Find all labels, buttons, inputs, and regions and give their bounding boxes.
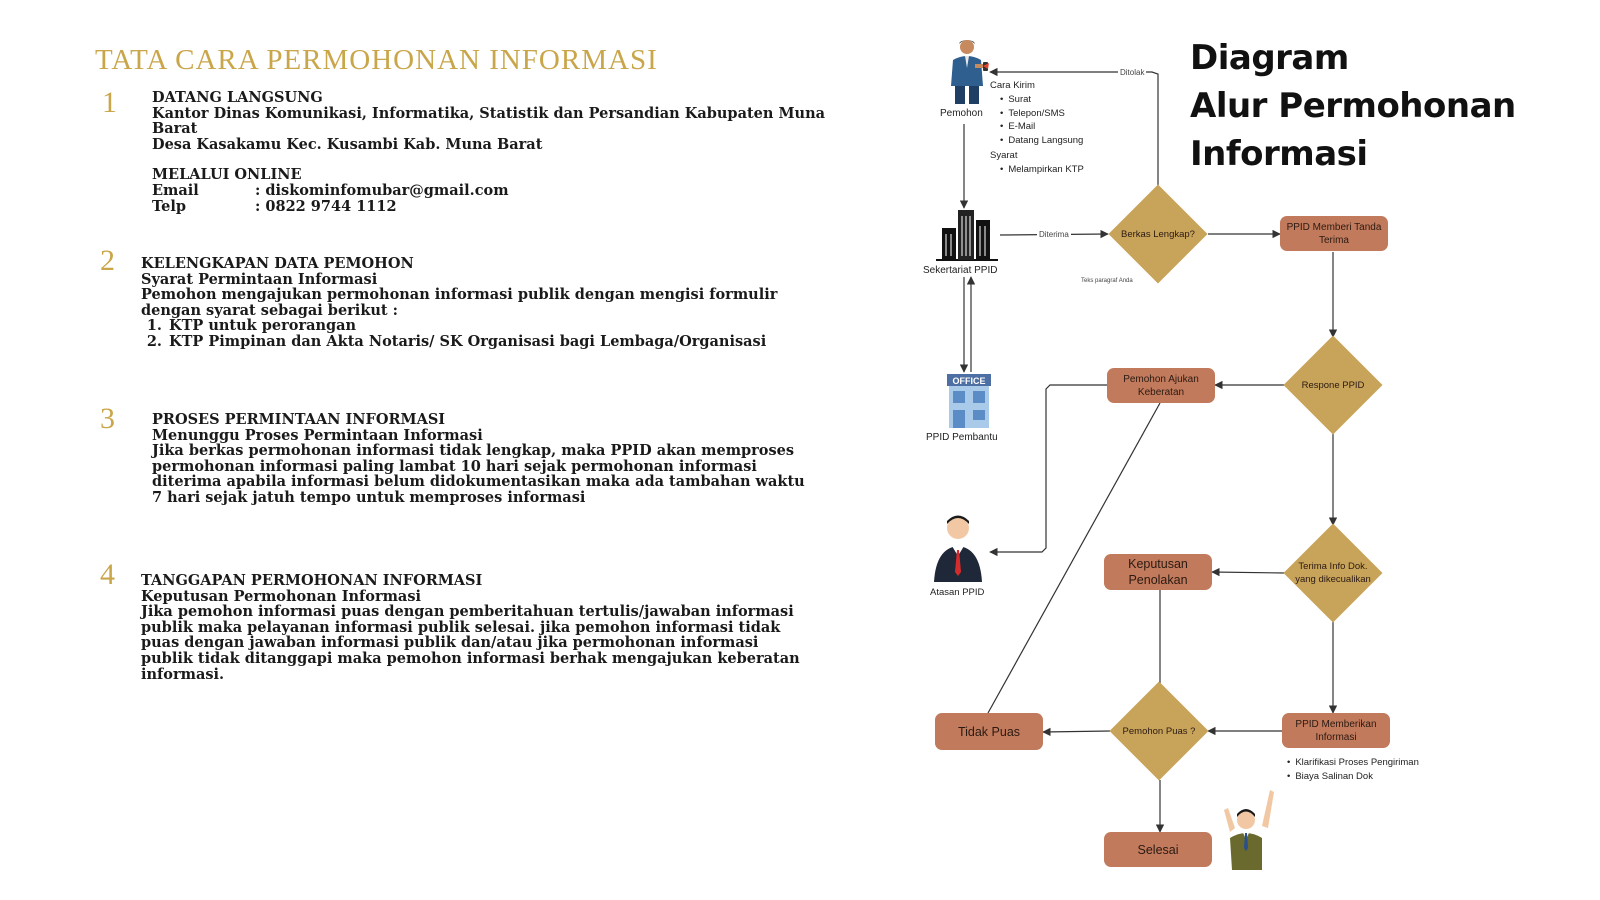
process-memberikan-informasi: PPID Memberikan Informasi (1282, 713, 1390, 748)
edge-keberatan-atasan (989, 384, 1107, 557)
pembantu-label: PPID Pembantu (926, 432, 998, 443)
celebrating-person-icon (1224, 790, 1274, 870)
syarat-list: Melampirkan KTP (1000, 163, 1084, 177)
list-item: Datang Langsung (1000, 134, 1083, 148)
diagram-title-line: Informasi (1190, 134, 1368, 174)
step-heading: KELENGKAPAN DATA PEMOHON (141, 255, 414, 272)
process-tidak-puas: Tidak Puas (935, 713, 1043, 750)
decision-berkas-lengkap: Berkas Lengkap? (1108, 184, 1208, 284)
building-icon (936, 210, 998, 261)
requirements-list: KTP untuk perorangan KTP Pimpinan dan Ak… (167, 318, 801, 349)
list-item: Biaya Salinan Dok (1287, 770, 1419, 784)
list-item: KTP Pimpinan dan Akta Notaris/ SK Organi… (167, 334, 801, 350)
list-item: Telepon/SMS (1000, 107, 1083, 121)
step-subheading: Keputusan Permohonan Informasi (141, 587, 421, 605)
sekretariat-label: Sekertariat PPID (923, 265, 998, 276)
list-item: Surat (1000, 93, 1083, 107)
process-keputusan-penolakan: Keputusan Penolakan (1104, 554, 1212, 590)
decision-label: Terima Info Dok. yang dikecualikan (1295, 561, 1371, 585)
step-1-block: DATANG LANGSUNG Kantor Dinas Komunikasi,… (152, 90, 832, 214)
online-heading: MELALUI ONLINE (152, 166, 302, 184)
placeholder-text: Teks paragraf Anda (1081, 278, 1133, 284)
cara-kirim-list: Surat Telepon/SMS E-Mail Datang Langsung (1000, 93, 1083, 147)
decision-pemohon-puas: Pemohon Puas ? (1109, 681, 1209, 781)
list-item: Melampirkan KTP (1000, 163, 1084, 177)
edge-label-ditolak: Ditolak (1118, 68, 1147, 77)
diagram-title: Diagram Alur Permohonan Informasi (1190, 34, 1516, 178)
atasan-label: Atasan PPID (930, 587, 985, 598)
process-tanda-terima: PPID Memberi Tanda Terima (1280, 216, 1388, 251)
decision-label: Respone PPID (1301, 379, 1365, 391)
step-number: 4 (100, 558, 115, 591)
step-line: Desa Kasakamu Kec. Kusambi Kab. Muna Bar… (152, 135, 543, 153)
step-heading: TANGGAPAN PERMOHONAN INFORMASI (141, 572, 483, 589)
pemohon-person-icon (951, 40, 989, 104)
diagram-title-line: Alur Permohonan (1190, 86, 1516, 126)
diagram-title-line: Diagram (1190, 38, 1349, 78)
process-selesai: Selesai (1104, 832, 1212, 867)
step-heading: DATANG LANGSUNG (152, 89, 323, 106)
cara-kirim-heading: Cara Kirim (990, 80, 1035, 91)
pemohon-label: Pemohon (940, 108, 983, 119)
step-number: 2 (100, 244, 115, 277)
list-item: Klarifikasi Proses Pengiriman (1287, 756, 1419, 770)
procedure-title: TATA CARA PERMOHONAN INFORMASI (95, 44, 658, 76)
email-row: Email : diskominfomubar@gmail.com (152, 183, 832, 199)
list-item: E-Mail (1000, 120, 1083, 134)
list-item: KTP untuk perorangan (167, 318, 801, 334)
process-ajukan-keberatan: Pemohon Ajukan Keberatan (1107, 368, 1215, 403)
edge-terimainfo-penolakan (1211, 567, 1286, 577)
step-subheading: Syarat Permintaan Informasi (141, 270, 378, 288)
step-number: 1 (102, 86, 117, 119)
step-heading: PROSES PERMINTAAN INFORMASI (152, 411, 446, 428)
step-2-block: KELENGKAPAN DATA PEMOHON Syarat Perminta… (141, 256, 801, 350)
step-3-block: PROSES PERMINTAAN INFORMASI Menunggu Pro… (152, 412, 812, 506)
email-value: : diskominfomubar@gmail.com (255, 181, 509, 199)
telp-value: : 0822 9744 1112 (255, 197, 397, 215)
edge-ditolak (989, 67, 1159, 186)
step-paragraph: Jika pemohon informasi puas dengan pembe… (141, 603, 800, 683)
edge-puas-tidakpuas (1042, 727, 1111, 737)
step-paragraph: Pemohon mengajukan permohonan informasi … (141, 286, 778, 319)
edge-label-diterima: Diterima (1037, 230, 1071, 239)
edge-tidakpuas-keberatan (987, 402, 1161, 714)
step-4-block: TANGGAPAN PERMOHONAN INFORMASI Keputusan… (141, 573, 801, 682)
syarat-heading: Syarat (990, 150, 1018, 161)
decision-respone-ppid: Respone PPID (1283, 335, 1383, 435)
office-sign: OFFICE (952, 376, 986, 386)
step-subheading: Menunggu Proses Permintaan Informasi (152, 426, 483, 444)
atasan-person-icon (934, 515, 982, 582)
step-paragraph: Jika berkas permohonan informasi tidak l… (152, 442, 805, 506)
decision-terima-info: Terima Info Dok. yang dikecualikan (1283, 523, 1383, 623)
delivery-notes-list: Klarifikasi Proses Pengiriman Biaya Sali… (1287, 756, 1419, 783)
office-building-icon (947, 374, 991, 428)
telp-label: Telp (152, 197, 186, 215)
decision-label: Berkas Lengkap? (1121, 228, 1195, 240)
step-number: 3 (100, 402, 115, 435)
decision-label: Pemohon Puas ? (1122, 725, 1196, 737)
step-line: Kantor Dinas Komunikasi, Informatika, St… (152, 104, 826, 138)
email-label: Email (152, 181, 199, 199)
telp-row: Telp : 0822 9744 1112 (152, 197, 832, 215)
